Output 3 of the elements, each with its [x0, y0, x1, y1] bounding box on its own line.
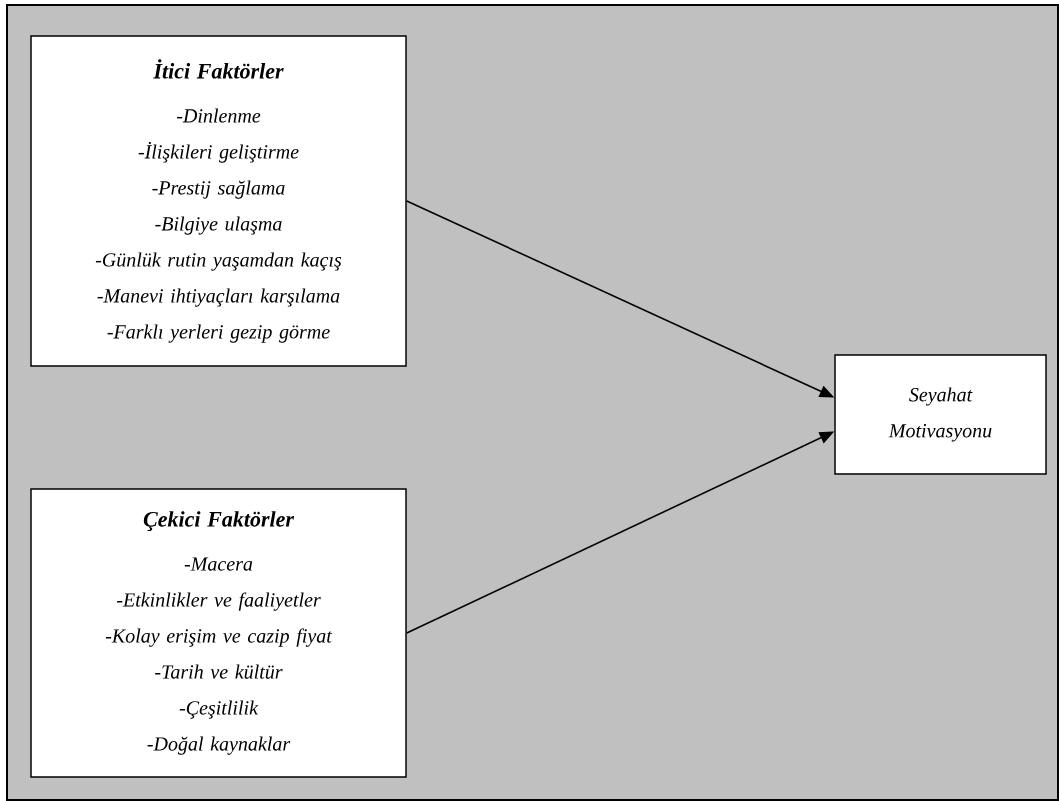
text-box: Seyahat Motivasyonu	[834, 354, 1047, 475]
text-box: İtici Faktörler -Dinlenme -İlişkileri geliştirme -Prestij sağlama -Bilgiye ulaşma -Günlük rutin yaşamdan kaçış -Manevi ihtiyaçları karşılama -Farklı yerleri gezip görme	[30, 35, 407, 367]
text-box: Çekici Faktörler -Macera -Etkinlikler ve faaliyetler -Kolay erişim ve cazip fiyat -Tarih ve kültür -Çeşitlilik -Doğal kaynaklar	[30, 488, 407, 778]
